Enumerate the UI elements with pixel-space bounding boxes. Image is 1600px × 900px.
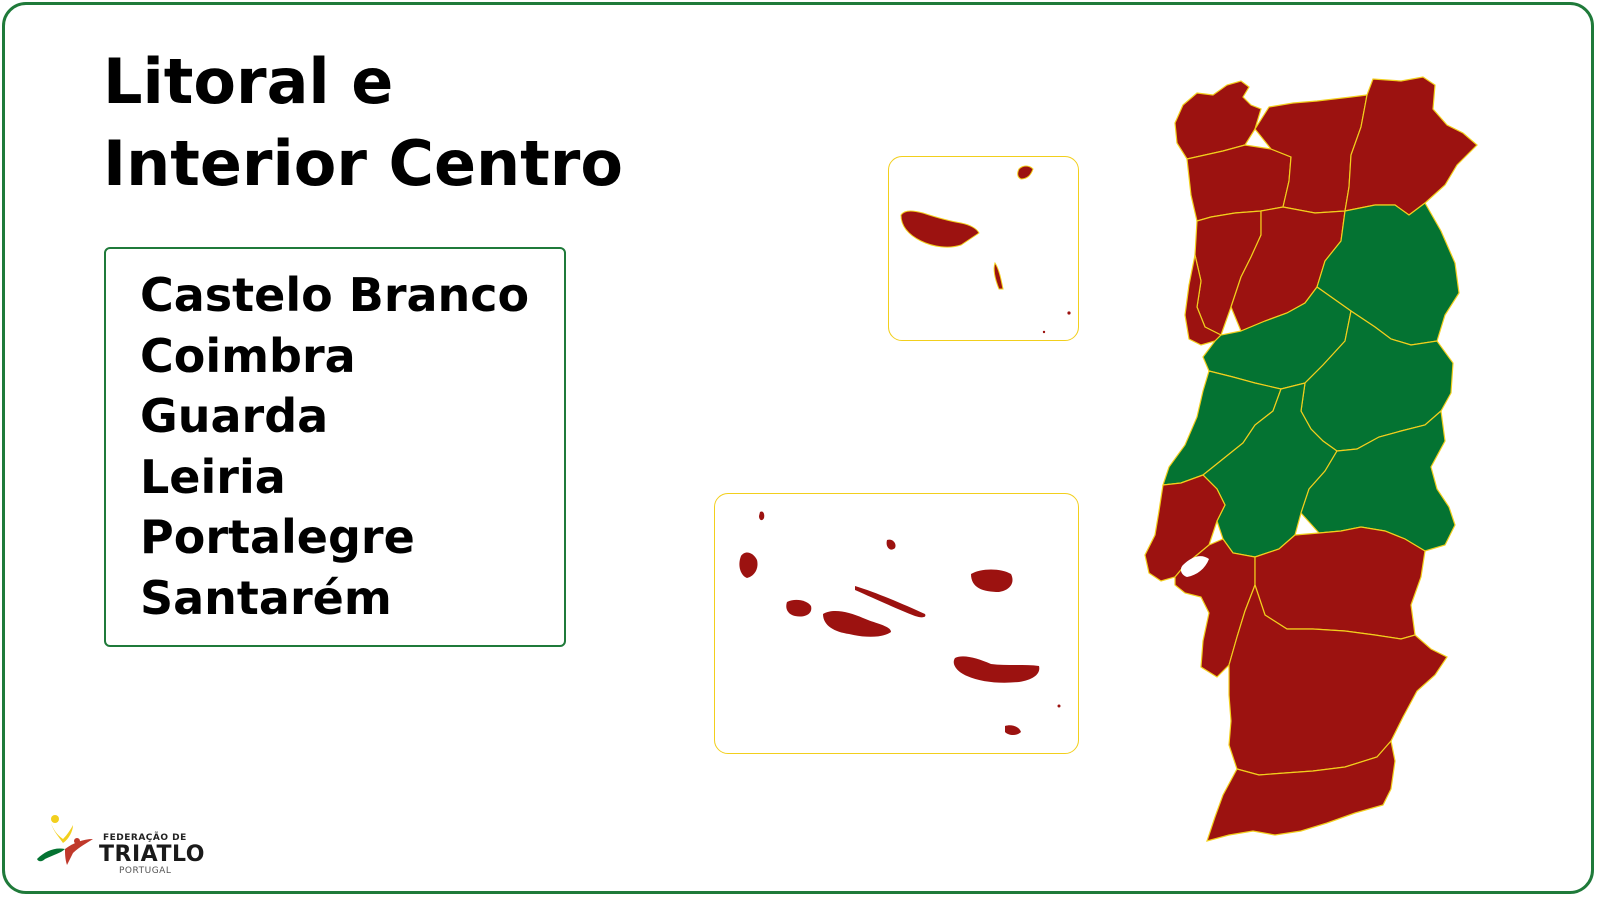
graciosa-island	[886, 539, 896, 550]
title-line-1: Litoral e	[103, 45, 394, 118]
district-item: Guarda	[140, 389, 329, 443]
santa-maria-island	[1005, 725, 1021, 735]
district-list: Castelo Branco Coimbra Guarda Leiria Por…	[106, 249, 564, 628]
porto-santo-island	[1017, 165, 1034, 180]
desertas-islands	[993, 261, 1004, 290]
azores-map	[739, 511, 1061, 735]
district-braganca	[1344, 76, 1478, 216]
logo-portugal-text: PORTUGAL	[119, 866, 172, 876]
district-item: Leiria	[140, 449, 286, 504]
district-guarda	[1316, 202, 1460, 346]
district-beja	[1228, 583, 1448, 776]
district-portalegre	[1300, 409, 1456, 552]
formigas-islet	[1057, 704, 1061, 708]
madeira-island	[900, 210, 980, 248]
logo-federation-text: FEDERAÇÃO DE	[103, 833, 187, 843]
sao-jorge-island	[855, 586, 926, 618]
faial-island	[786, 599, 812, 617]
mainland-portugal-map	[1144, 76, 1478, 842]
terceira-island	[971, 569, 1013, 592]
selvagens-islet	[1067, 311, 1071, 315]
triathlon-figure-icon	[37, 815, 93, 865]
title-line-2: Interior Centro	[103, 127, 623, 200]
logo-triatlo-text: TRIATLO	[99, 842, 205, 867]
tagus-estuary	[1180, 556, 1209, 577]
azores-inset	[714, 493, 1079, 754]
district-viana-do-castelo	[1174, 80, 1262, 160]
district-item: Castelo Branco	[140, 268, 530, 322]
district-item: Santarém	[140, 570, 392, 625]
corvo-island	[759, 511, 765, 521]
district-item: Portalegre	[140, 510, 415, 564]
page-title: Litoral e Interior Centro	[103, 41, 623, 205]
madeira-inset	[888, 156, 1079, 341]
madeira-map	[900, 165, 1071, 334]
district-faro	[1206, 739, 1396, 842]
federation-logo: FEDERAÇÃO DE TRIATLO PORTUGAL	[33, 813, 205, 879]
district-list-box: Castelo Branco Coimbra Guarda Leiria Por…	[104, 247, 566, 647]
district-item: Coimbra	[140, 328, 356, 383]
selvagens-islet	[1042, 330, 1046, 334]
sao-miguel-island	[953, 656, 1040, 683]
flores-island	[739, 552, 758, 578]
pico-island	[823, 611, 891, 637]
